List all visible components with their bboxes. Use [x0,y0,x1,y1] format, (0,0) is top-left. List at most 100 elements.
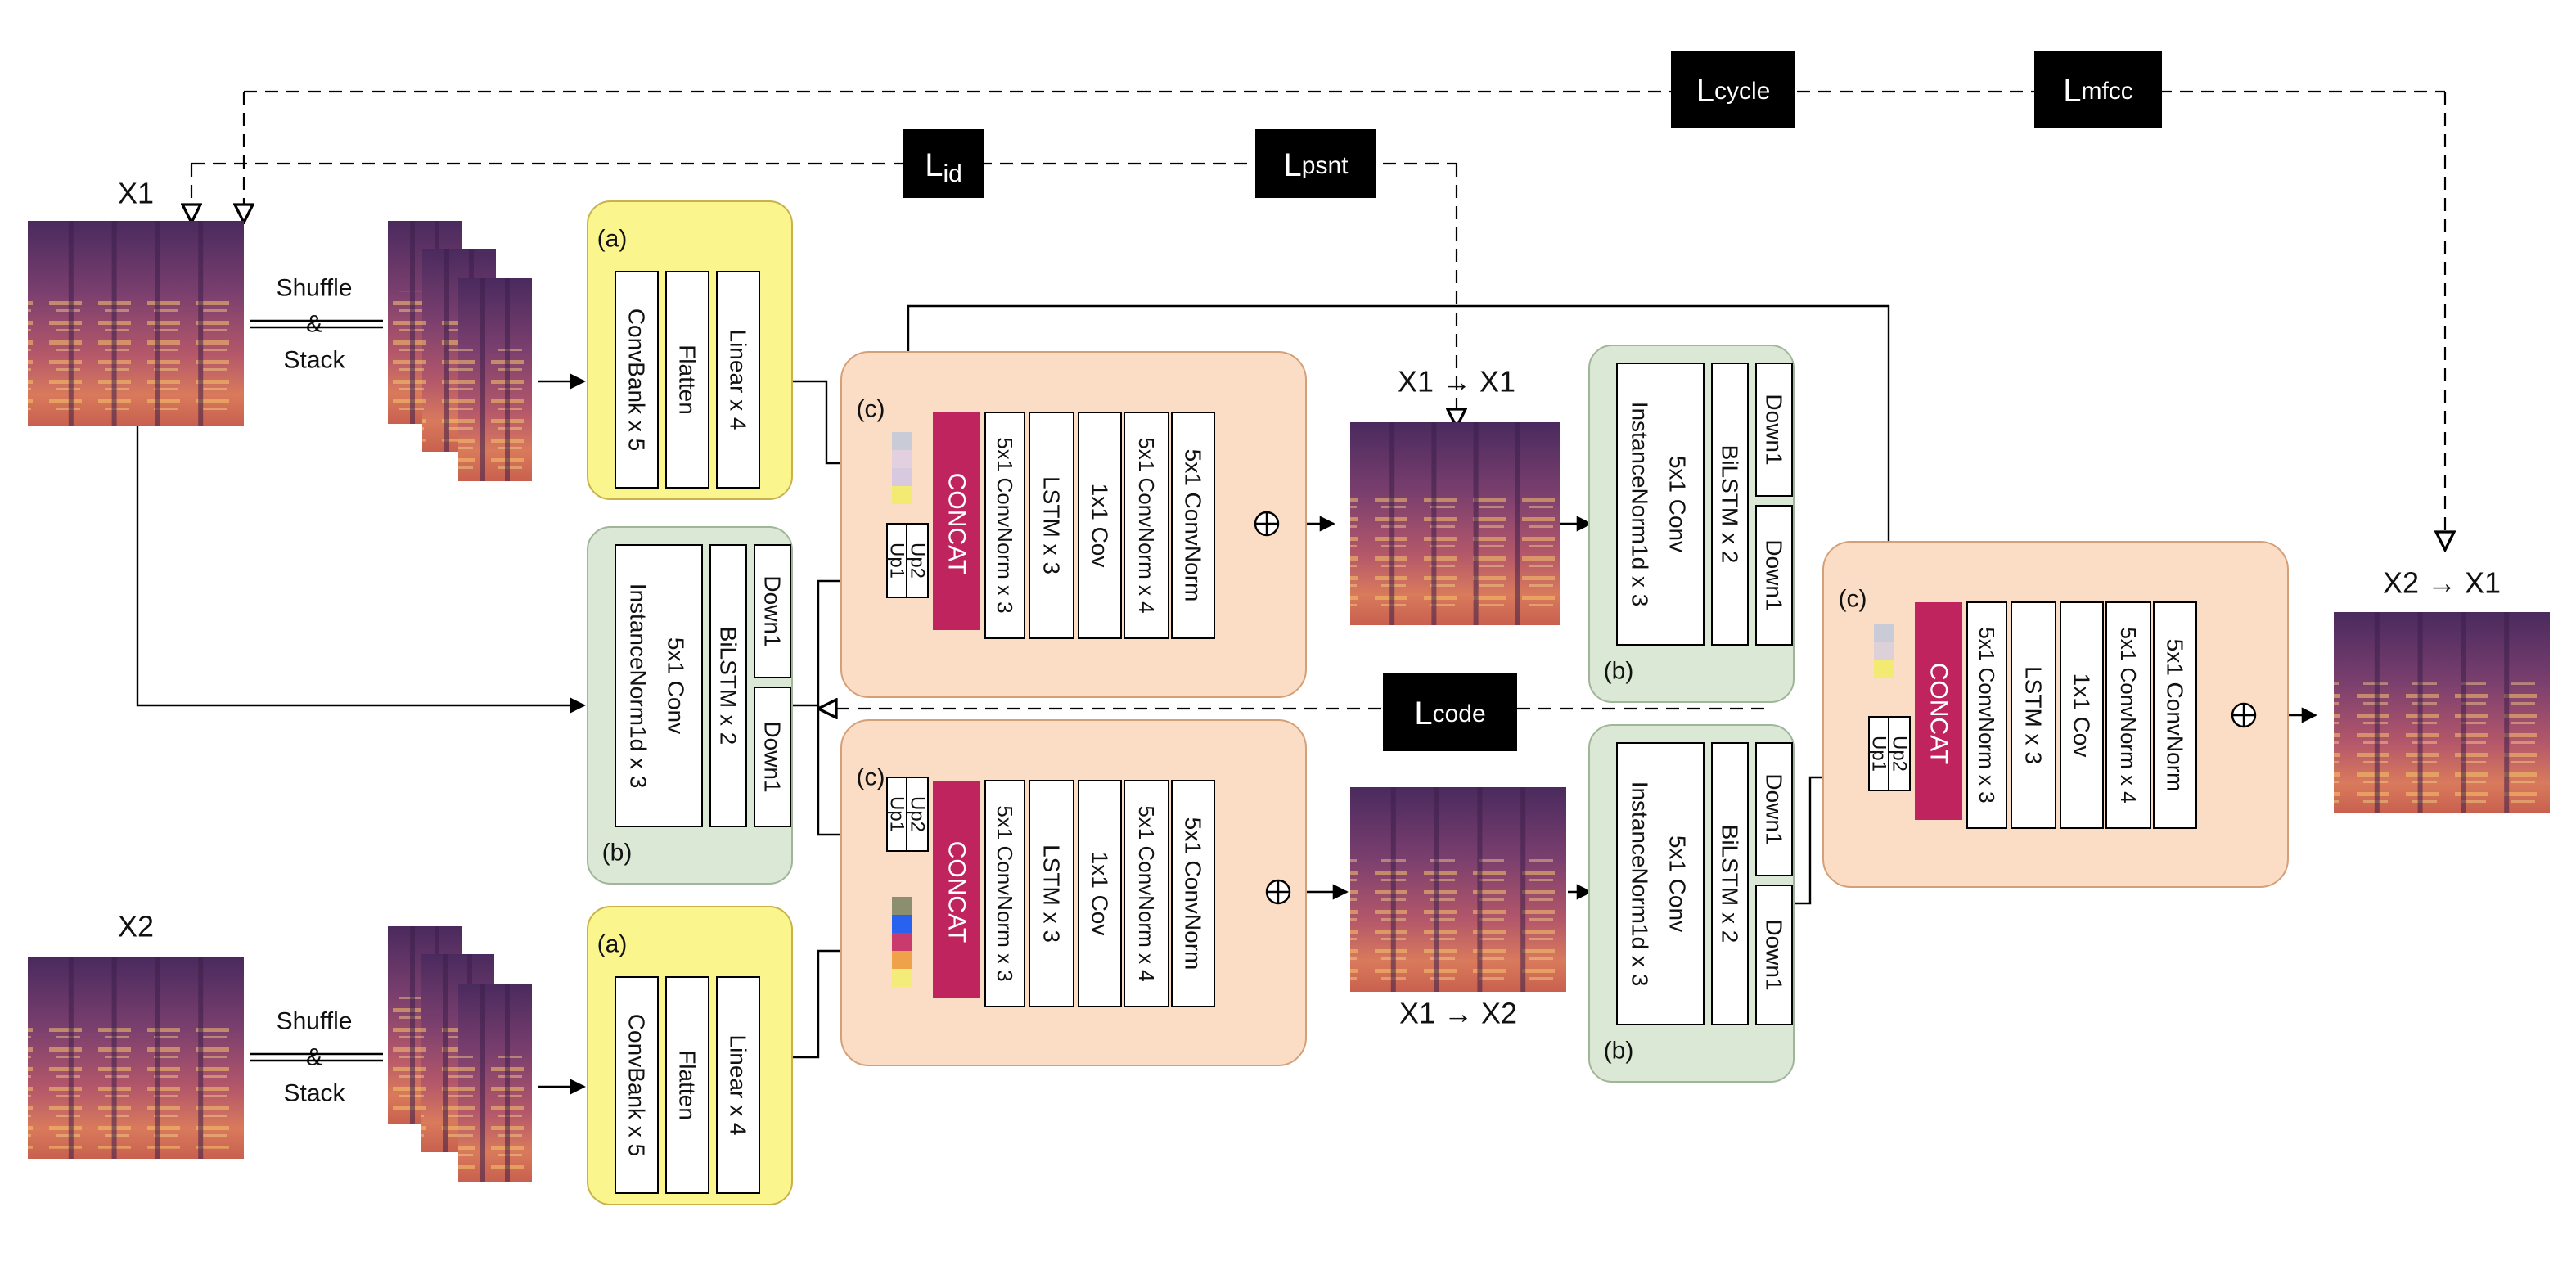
module-b-down2: Down1 [1762,539,1787,610]
module-b-down1-box [1755,742,1793,876]
concat-box [933,412,980,630]
module-b-down2: Down1 [1762,919,1787,990]
loss-code: Lcode [1383,673,1517,751]
module-b-bilstm: BiLSTM x 2 [1718,445,1743,564]
module-c-convnorm4-box [1124,780,1169,1007]
module-b-conv: 5x1 Conv [1665,456,1691,552]
module-b-instancenorm: InstanceNorm1d x 3 [1628,402,1653,607]
stack-label: Stack [283,347,345,374]
module-a-layer-box [716,976,760,1194]
x2-label: X2 [118,910,154,943]
code-color-cell [1874,660,1894,678]
shuffle-label: Shuffle [277,275,353,302]
module-a-layer-box [615,271,659,489]
module-c-convnorm4: 5x1 ConvNorm x 4 [2116,627,2141,803]
module-b-conv-block-box [615,544,703,827]
spectrogram-x2-x1 [2334,612,2550,813]
module-c-up1-box [886,777,907,852]
module-c-1x1-box [2060,601,2104,829]
module-a-layer-box [665,976,709,1194]
module-c-convnorm4: 5x1 ConvNorm x 4 [1134,805,1159,981]
code-color-cell [892,915,912,933]
module-c-tag: (c) [857,764,885,791]
output-x1-x2-label: X1 → X2 [1399,997,1517,1030]
module-c-convnorm4-box [1124,412,1169,639]
module-b-down1-box [754,544,791,678]
loss-id: Lid [903,129,984,198]
module-c-lstm: LSTM x 3 [1039,476,1065,574]
module-a-layer: ConvBank x 5 [624,1014,650,1156]
module-b-tag: (b) [1604,658,1634,685]
code-color-cell [892,486,912,504]
module-c-convnorm3: 5x1 ConvNorm x 3 [993,437,1017,613]
module-c-up2: Up2 [907,796,929,832]
module-b-right-top: (b) InstanceNorm1d x 3 5x1 Conv BiLSTM x 2 D… [1588,345,1795,703]
module-c-convnorm-box [1171,780,1215,1007]
module-b-bilstm: BiLSTM x 2 [716,627,741,745]
loss-cycle-text: Lcycle [1696,73,1771,109]
module-c-up1: Up1 [886,796,908,832]
module-c-convnorm-box [2153,601,2197,829]
module-c-convnorm4-box [2105,601,2151,829]
module-b-down2-box [1755,885,1793,1025]
module-b-down1: Down1 [1762,394,1787,465]
code-color-cell [892,450,912,468]
module-c-1x1: 1x1 Cov [1088,852,1113,936]
concat-label: CONCAT [943,841,971,943]
loss-cycle: Lcycle [1671,51,1795,128]
module-c-up2: Up2 [907,543,929,579]
module-b-instancenorm: InstanceNorm1d x 3 [626,583,651,789]
module-c-1x1: 1x1 Cov [1088,484,1113,568]
spectrogram-x1-x1 [1350,422,1560,625]
module-b-down1-box [1755,363,1793,497]
amp-label: & [306,1044,322,1071]
code-color-cell [1874,624,1894,642]
module-b-bilstm-box [709,544,747,827]
module-c-convnorm3-box [984,780,1025,1007]
module-b-instancenorm: InstanceNorm1d x 3 [1628,781,1653,987]
code-color-cell [892,933,912,951]
module-c-lstm: LSTM x 3 [2021,666,2047,764]
concat-label: CONCAT [1925,663,1952,764]
module-b-bilstm: BiLSTM x 2 [1718,825,1743,943]
code-color-cell [892,432,912,450]
module-a-layer-box [716,271,760,489]
loss-id-text: Lid [925,147,962,187]
module-b-down2-box [1755,505,1793,646]
module-b-conv-block-box [1616,363,1705,646]
module-c-up2: Up2 [1889,736,1911,772]
module-c-convnorm-box [1171,412,1215,639]
module-c-lstm-box [1029,780,1074,1007]
module-c-up1: Up1 [886,543,908,579]
loss-psnt-text: Lpsnt [1284,147,1349,183]
module-c-lstm-box [1029,412,1074,639]
module-c-1x1-box [1078,780,1122,1007]
spectrogram-x1 [28,221,244,426]
adder-right [2231,702,2257,728]
module-c-1x1: 1x1 Cov [2069,673,2095,758]
code-color-cell [892,951,912,969]
x1-label: X1 [118,177,154,210]
module-a-layer: Flatten [675,345,700,415]
module-b-conv: 5x1 Conv [1665,835,1691,932]
module-c-up1-box [1868,716,1889,791]
module-a-layer: ConvBank x 5 [624,308,650,451]
module-c-convnorm3-box [1966,601,2007,829]
module-c-up1: Up1 [1868,736,1890,772]
module-b-down2-box [754,687,791,827]
module-c-convnorm3-box [984,412,1025,639]
module-c-convnorm3: 5x1 ConvNorm x 3 [1975,627,1999,803]
code-color-cell [892,468,912,486]
code-color-cell [892,969,912,987]
concat-box [1915,602,1962,820]
loss-mfcc-text: Lmfcc [2063,73,2133,109]
module-a-layer: Linear x 4 [726,330,751,430]
module-c-up2-box [1888,716,1911,791]
module-b-tag: (b) [602,840,633,867]
spectrogram-x1-x2 [1350,787,1566,992]
